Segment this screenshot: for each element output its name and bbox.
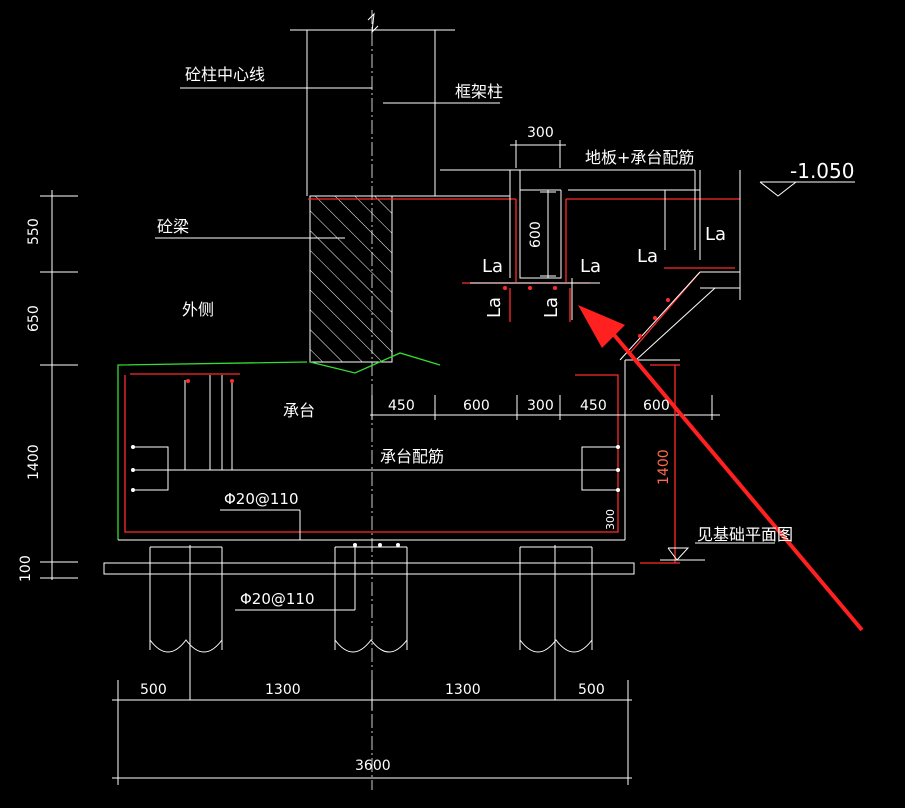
- dim-row-600b: 600: [643, 398, 670, 414]
- right-dimension: [640, 364, 705, 564]
- pile-right: [519, 546, 593, 653]
- cap-rebar-label: 承台配筋: [380, 447, 444, 466]
- la-label-1: La: [482, 256, 503, 277]
- red-arrow: [578, 305, 864, 632]
- see-plan-label: 见基础平面图: [697, 525, 793, 544]
- dim-bot-1300a: 1300: [265, 682, 301, 698]
- dim-row-300: 300: [527, 398, 554, 414]
- pile-cap: [103, 352, 680, 575]
- dim-bot-500a: 500: [140, 682, 167, 698]
- rebar-bottom-label: Φ20@110: [240, 590, 315, 608]
- elevation-label: -1.050: [790, 159, 854, 183]
- la-label-4: La: [705, 224, 726, 245]
- dim-row-450b: 450: [580, 398, 607, 414]
- dim-small-300: 300: [604, 509, 617, 530]
- left-dimensions: [40, 190, 78, 580]
- beam-label: 砼梁: [157, 217, 189, 236]
- elevation-marker: [759, 181, 855, 197]
- cap-rebar: [124, 373, 620, 533]
- dim-left-1400: 1400: [26, 444, 42, 480]
- slab-outline: [392, 140, 741, 361]
- dim-left-650: 650: [26, 305, 42, 332]
- dim-top-300: 300: [527, 125, 554, 141]
- slab-rebar-label: 地板+承台配筋: [585, 148, 694, 167]
- bottom-dimensions: [112, 680, 632, 785]
- cap-dim-row: [370, 395, 720, 420]
- frame-column: [290, 12, 455, 196]
- dim-left-100: 100: [18, 555, 34, 582]
- dim-bot-500b: 500: [578, 682, 605, 698]
- outside-label: 外侧: [182, 300, 214, 319]
- dim-left-550: 550: [26, 218, 42, 245]
- rebar-dots: [131, 286, 670, 547]
- leaders: [155, 87, 775, 611]
- dim-notch-600: 600: [528, 221, 544, 248]
- dim-right-1400: 1400: [656, 449, 672, 485]
- pile-center-label: 砼柱中心线: [185, 65, 265, 84]
- la-label-5: La: [484, 297, 505, 318]
- dim-row-450a: 450: [388, 398, 415, 414]
- la-label-3: La: [637, 246, 658, 267]
- la-label-6: La: [541, 297, 562, 318]
- dim-total-3600: 3600: [355, 758, 391, 774]
- dim-row-600a: 600: [463, 398, 490, 414]
- pile-left: [149, 546, 223, 653]
- frame-column-label: 框架柱: [455, 82, 503, 101]
- la-label-2: La: [580, 256, 601, 277]
- cap-label: 承台: [283, 401, 315, 420]
- dim-bot-1300b: 1300: [445, 682, 481, 698]
- piles: [149, 545, 593, 700]
- hatched-beam: [309, 195, 393, 363]
- rebar-top-label: Φ20@110: [224, 490, 299, 508]
